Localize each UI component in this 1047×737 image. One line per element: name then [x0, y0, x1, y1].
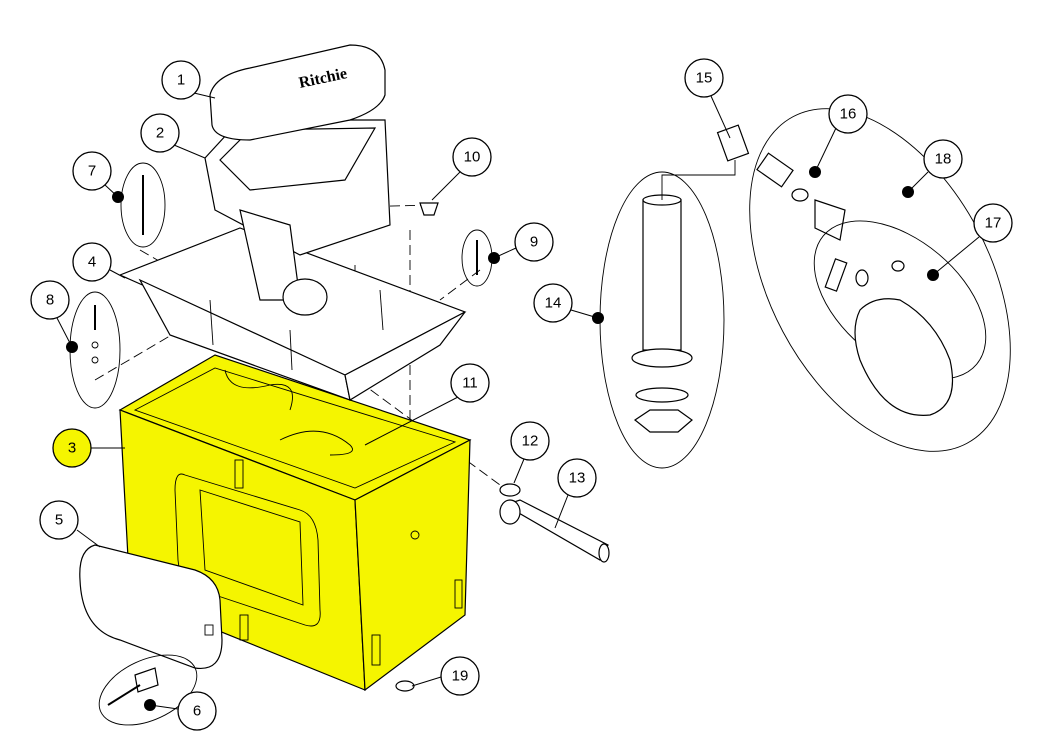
washer-part-12[interactable] — [499, 483, 521, 497]
cover-plate-part-5[interactable] — [79, 544, 223, 670]
svg-text:1: 1 — [177, 72, 185, 89]
callout-13[interactable]: 13 — [557, 458, 597, 498]
bracket-part-6-group — [98, 654, 198, 726]
callout-16[interactable]: 16 — [828, 94, 868, 134]
callout-1[interactable]: 1 — [161, 60, 201, 100]
callout-2[interactable]: 2 — [140, 113, 180, 153]
callout-12[interactable]: 12 — [510, 421, 550, 461]
svg-text:6: 6 — [193, 703, 201, 720]
hardware-group-7 — [120, 162, 166, 248]
callout-15[interactable]: 15 — [684, 58, 724, 98]
svg-text:7: 7 — [88, 163, 96, 180]
callout-5[interactable]: 5 — [39, 500, 79, 540]
lid-part-1[interactable]: Ritchie — [209, 44, 386, 141]
float-part-17[interactable] — [785, 190, 1015, 416]
callout-14[interactable]: 14 — [533, 283, 573, 323]
pipe-part-13[interactable] — [499, 499, 610, 563]
svg-text:2: 2 — [156, 125, 164, 142]
float-assembly-part-18[interactable] — [696, 65, 1047, 495]
svg-text:16: 16 — [840, 106, 857, 123]
callout-19[interactable]: 19 — [440, 656, 480, 696]
svg-text:9: 9 — [530, 234, 538, 251]
callout-18[interactable]: 18 — [923, 139, 963, 179]
svg-text:12: 12 — [522, 433, 539, 450]
callout-3[interactable]: 3 — [52, 428, 92, 468]
svg-text:17: 17 — [985, 215, 1002, 232]
svg-text:5: 5 — [55, 512, 63, 529]
svg-text:14: 14 — [545, 295, 562, 312]
valve-part-15-16[interactable] — [716, 124, 846, 241]
callout-6[interactable]: 6 — [177, 691, 217, 731]
valve-housing-part-2[interactable] — [204, 119, 391, 316]
callout-8[interactable]: 8 — [30, 280, 70, 320]
callout-17[interactable]: 17 — [973, 203, 1013, 243]
svg-text:18: 18 — [935, 151, 952, 168]
svg-text:15: 15 — [696, 70, 713, 87]
callout-4[interactable]: 4 — [72, 242, 112, 282]
washer-part-19[interactable] — [395, 680, 415, 692]
callout-10[interactable]: 10 — [452, 137, 492, 177]
svg-text:8: 8 — [46, 292, 54, 309]
svg-text:11: 11 — [462, 375, 478, 392]
cap-part-10[interactable] — [419, 202, 439, 216]
riser-part-14[interactable] — [599, 160, 736, 469]
svg-text:10: 10 — [464, 149, 481, 166]
svg-text:3: 3 — [68, 440, 76, 457]
leader-lines — [56, 92, 980, 711]
svg-text:13: 13 — [569, 470, 586, 487]
callout-11[interactable]: 11 — [450, 363, 490, 403]
callout-9[interactable]: 9 — [514, 222, 554, 262]
svg-text:4: 4 — [88, 254, 96, 271]
callout-7[interactable]: 7 — [72, 151, 112, 191]
tank-base-part-3[interactable] — [118, 354, 472, 692]
svg-text:19: 19 — [452, 668, 469, 685]
